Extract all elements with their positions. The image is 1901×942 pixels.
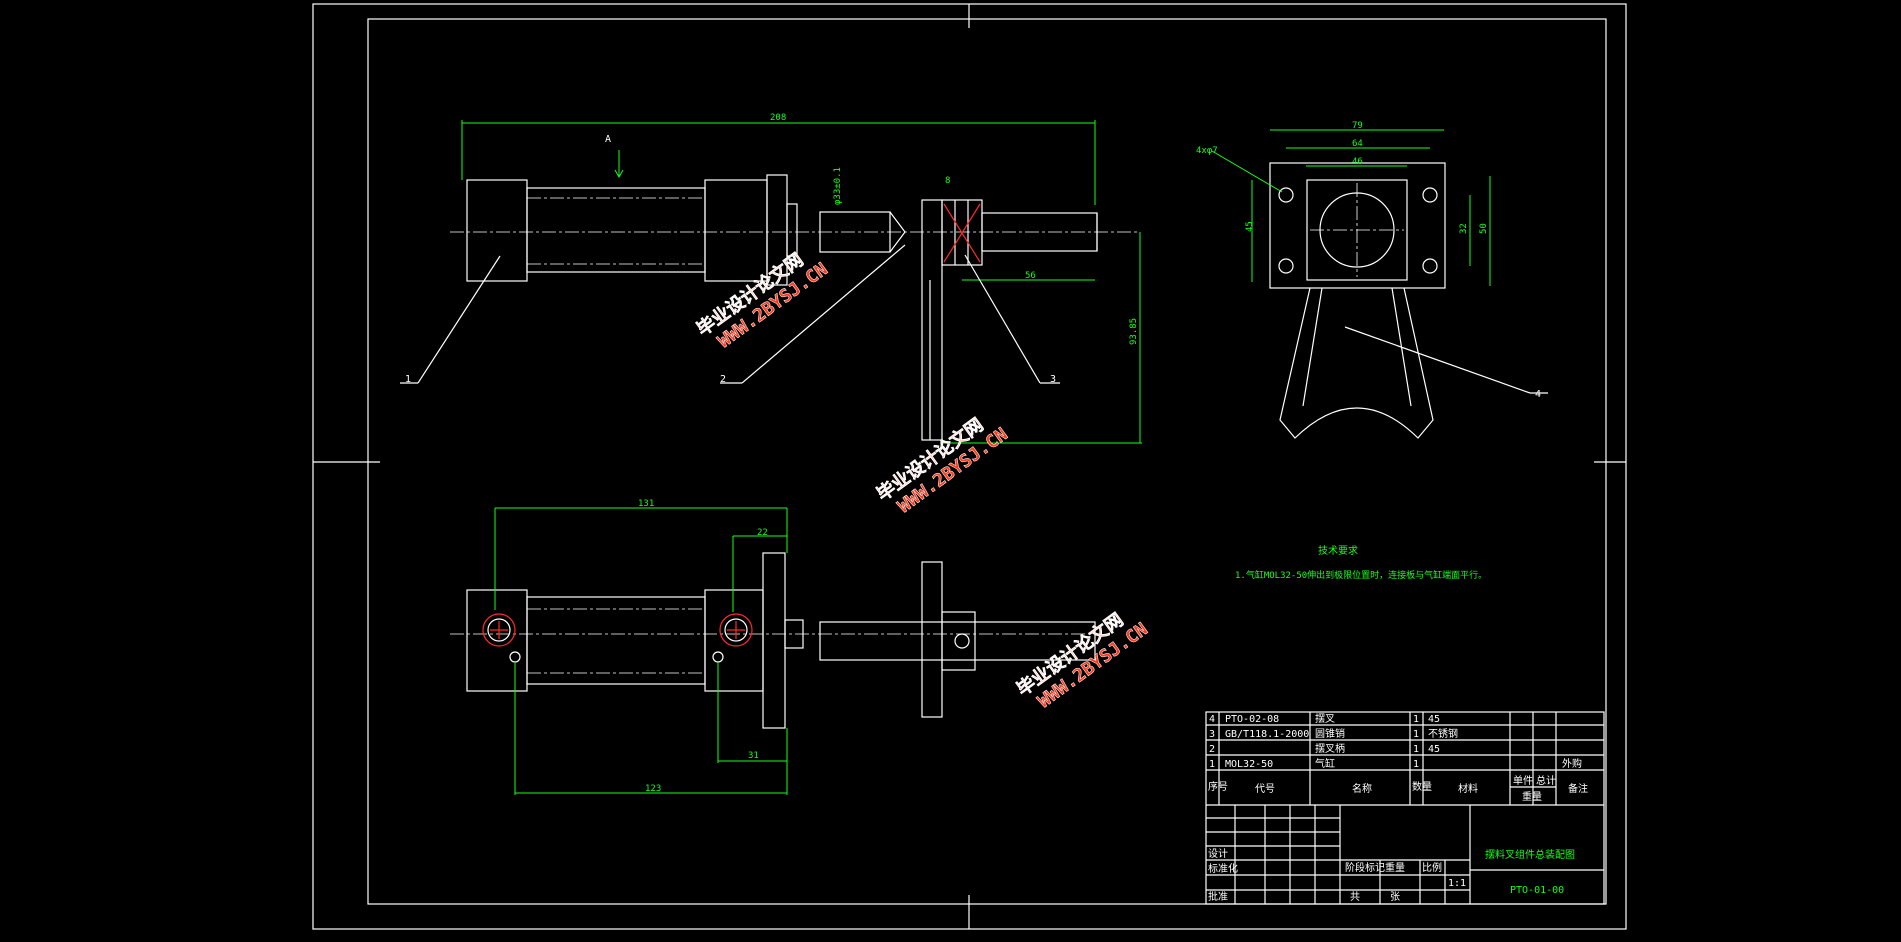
- dim-rod-dia: φ33±0.1: [833, 167, 843, 205]
- dim-bottom-123: 123: [645, 784, 661, 794]
- bom-row-qty: 1: [1413, 714, 1419, 725]
- sheet-borders: [312, 3, 1627, 930]
- bom-row-material: 不锈钢: [1428, 727, 1458, 740]
- bom-row-qty: 1: [1413, 744, 1419, 755]
- balloon-4: 4: [1535, 389, 1541, 400]
- dim-front-79: 79: [1352, 121, 1363, 131]
- technical-requirements: 技术要求 1.气缸MOL32-50伸出到极限位置时，连接板与气缸端面平行。: [1235, 544, 1487, 581]
- dim-front-hole: 4xφ7: [1196, 146, 1218, 156]
- fork-handle: [921, 199, 943, 441]
- bom-row-name: 圆锥销: [1315, 727, 1345, 740]
- bom-header-unit-weight: 单件: [1513, 775, 1533, 787]
- bom-row-name: 摆叉: [1315, 712, 1335, 725]
- drawing-title: 摆料叉组件总装配图: [1485, 848, 1575, 861]
- dim-bottom-22: 22: [757, 528, 768, 538]
- tb-weight: 重量: [1385, 861, 1405, 874]
- bom-row-no: 3: [1209, 729, 1215, 740]
- bom-header-qty: 数量: [1412, 780, 1432, 793]
- bom-row-code: PTO-02-08: [1225, 714, 1279, 725]
- tb-stage: 阶段标记: [1345, 861, 1385, 874]
- dim-top-overall: 208: [770, 113, 786, 123]
- tech-req-text: 1.气缸MOL32-50伸出到极限位置时，连接板与气缸端面平行。: [1235, 569, 1487, 581]
- bom-header-code: 代号: [1255, 783, 1275, 795]
- bom-row-remark: 外购: [1562, 757, 1582, 770]
- bom-header-remark: 备注: [1568, 782, 1588, 795]
- dim-front-32: 32: [1459, 223, 1469, 234]
- bom-row-qty: 1: [1413, 729, 1419, 740]
- balloon-3: 3: [1050, 374, 1056, 385]
- tb-scale-value: 1:1: [1448, 878, 1466, 889]
- bom-row-material: 45: [1428, 714, 1440, 725]
- bom-header-material: 材料: [1458, 782, 1478, 795]
- bom-row-code: GB/T118.1-2000: [1225, 729, 1309, 740]
- bom-header-weight: 重量: [1522, 790, 1542, 803]
- drawing-number: PTO-01-00: [1510, 885, 1564, 896]
- dim-top-56: 56: [1025, 271, 1036, 281]
- bom-header-no: 序号: [1208, 780, 1228, 793]
- tech-req-heading: 技术要求: [1318, 544, 1358, 557]
- section-marker: A: [605, 134, 611, 145]
- dim-bottom-131: 131: [638, 499, 654, 509]
- front-view: 79 64 46 4xφ7 45 32 50 4: [1196, 121, 1548, 439]
- bom-row-no: 1: [1209, 759, 1215, 770]
- dim-front-50: 50: [1479, 223, 1489, 234]
- tb-sheet: 共: [1350, 891, 1360, 903]
- bom-header-total-weight: 总计: [1536, 774, 1556, 787]
- bom-row-no: 4: [1209, 714, 1215, 725]
- bom-row-qty: 1: [1413, 759, 1419, 770]
- title-block: 4 PTO-02-08 摆叉 1 45 3 GB/T118.1-2000 圆锥销…: [1205, 711, 1605, 905]
- bom-row-material: 45: [1428, 744, 1440, 755]
- dim-front-45: 45: [1245, 221, 1255, 232]
- top-view: 208 φ33±0.1 8 56 93.85 A 1 2 3: [400, 113, 1142, 444]
- dim-front-64: 64: [1352, 139, 1363, 149]
- bom-row-code: MOL32-50: [1225, 759, 1273, 770]
- dim-top-b: 8: [945, 176, 950, 186]
- tb-page: 张: [1390, 891, 1400, 903]
- dim-front-46: 46: [1352, 157, 1363, 167]
- dim-bottom-31: 31: [748, 751, 759, 761]
- dim-top-height: 93.85: [1129, 318, 1139, 345]
- tb-scale: 比例: [1422, 861, 1442, 874]
- tb-standard: 标准化: [1208, 862, 1238, 875]
- balloon-2: 2: [720, 374, 726, 385]
- bottom-view: 131 22 31 123: [450, 499, 1100, 795]
- balloon-1: 1: [405, 374, 411, 385]
- bom-row-name: 气缸: [1315, 757, 1335, 770]
- tb-design: 设计: [1208, 847, 1228, 860]
- bom-row-no: 2: [1209, 744, 1215, 755]
- tb-approve: 批准: [1208, 890, 1228, 903]
- inner-border: [367, 18, 1607, 905]
- bom-row-name: 摆叉柄: [1315, 742, 1345, 755]
- bom-header-name: 名称: [1352, 782, 1372, 795]
